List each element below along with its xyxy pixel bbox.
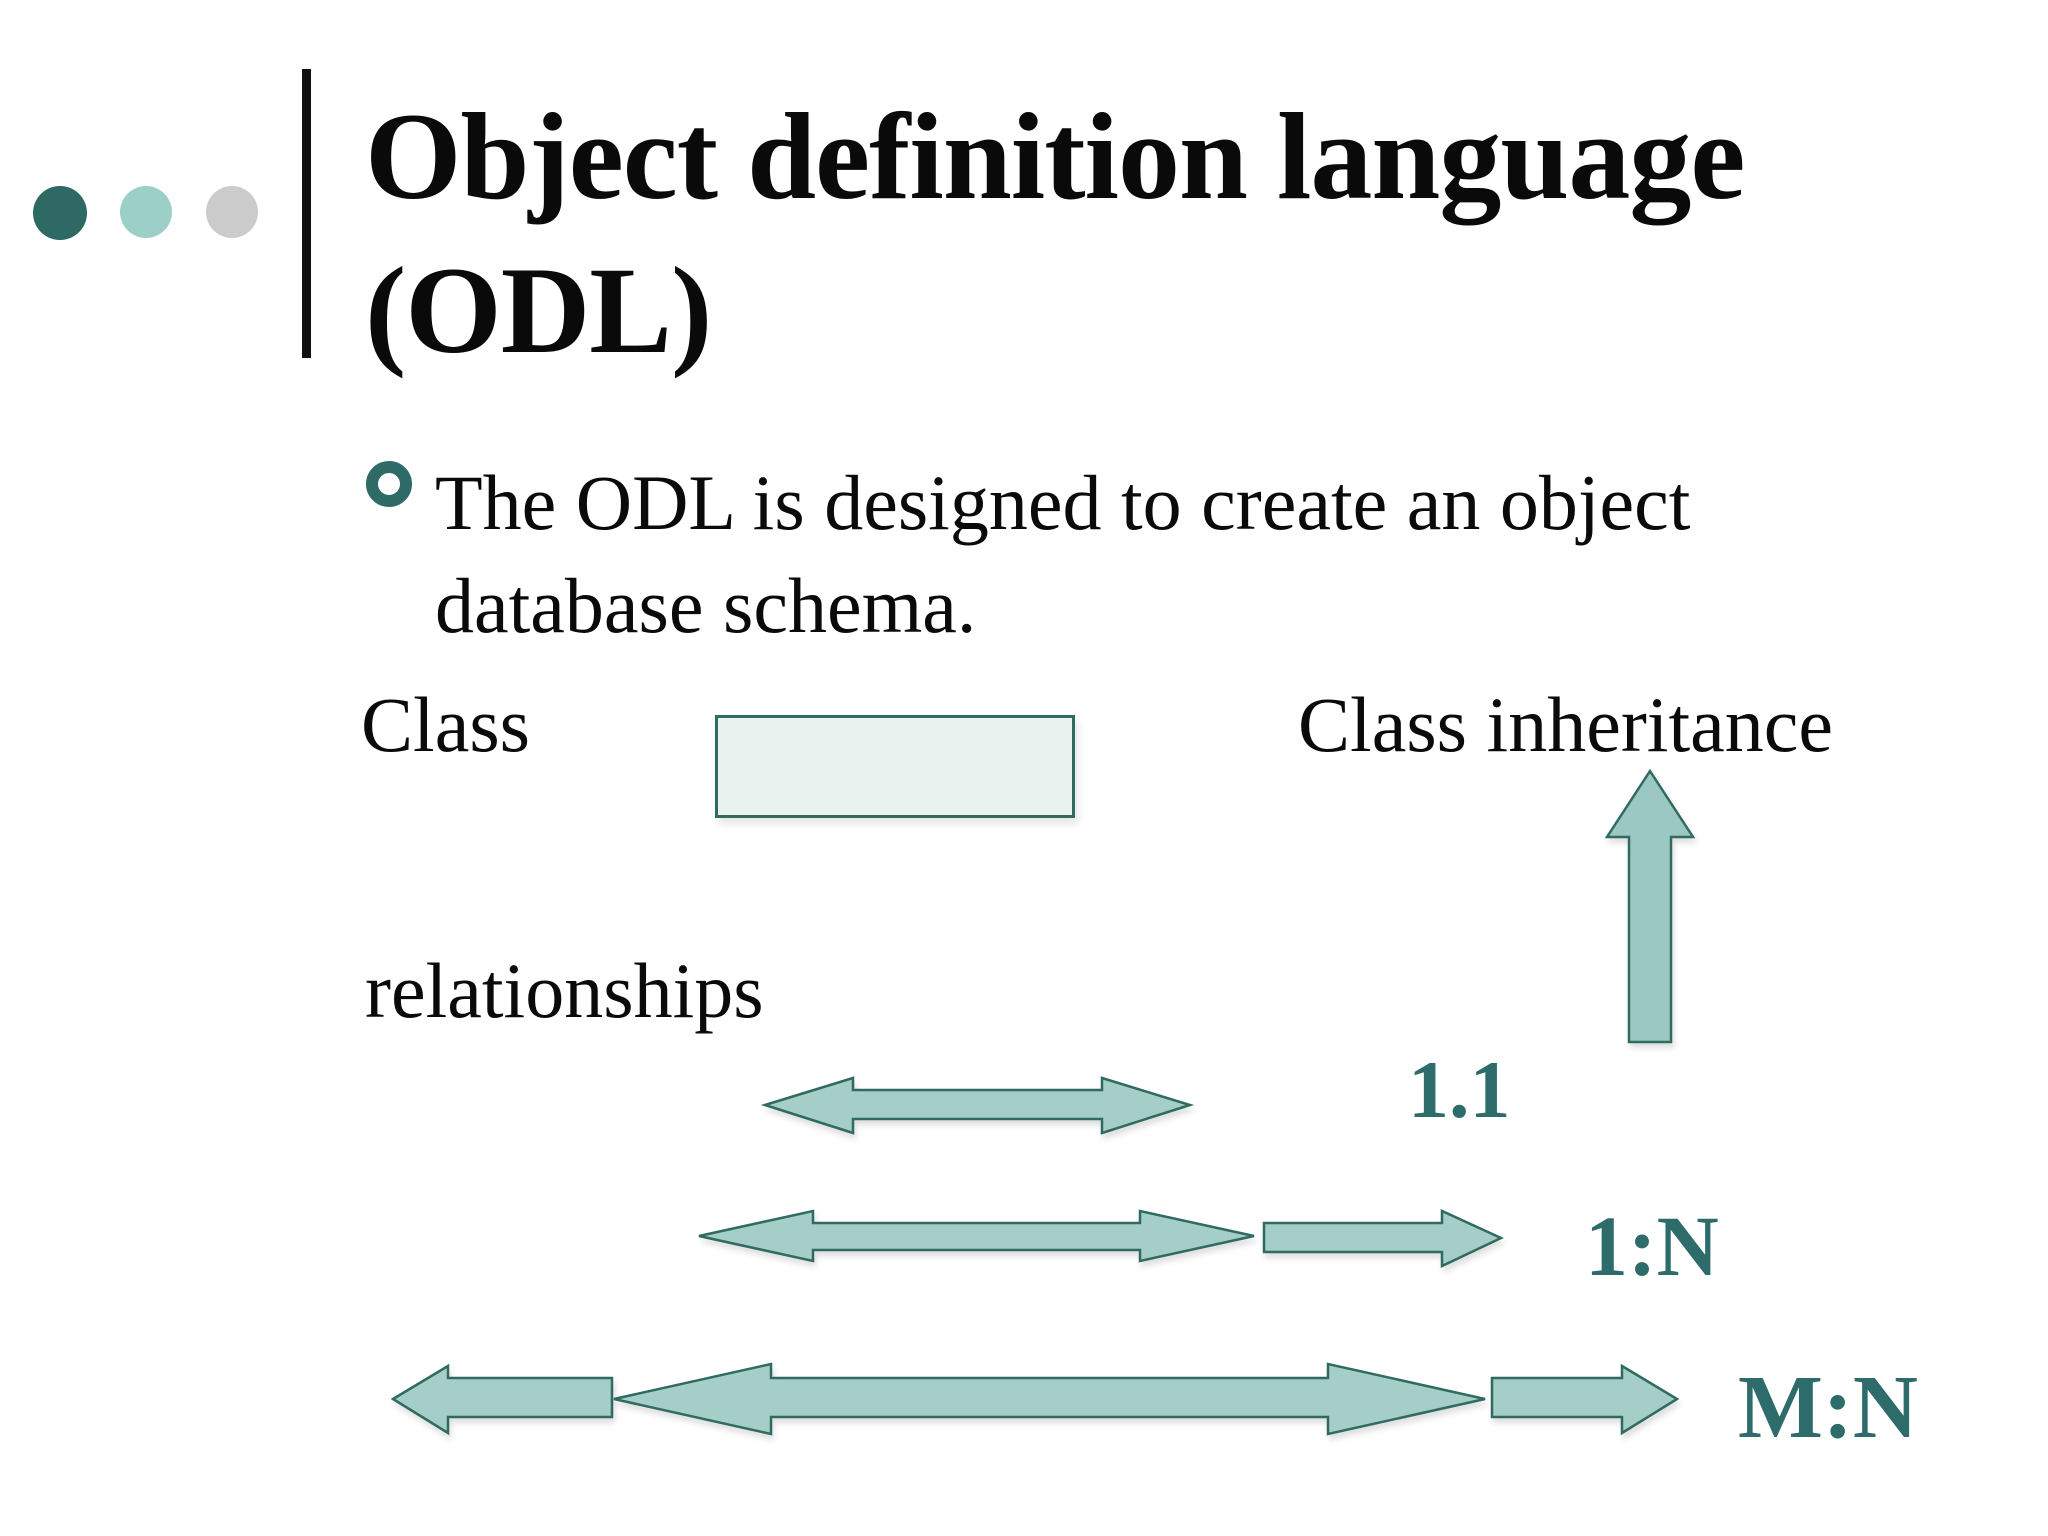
cardinality-m-n-label: M:N (1738, 1358, 1918, 1457)
inheritance-up-arrow-icon (1604, 768, 1696, 1044)
accent-dots (33, 186, 258, 240)
one-to-n-double-arrow-icon (698, 1209, 1255, 1263)
bullet-text: The ODL is designed to create an object … (435, 459, 1691, 649)
m-to-n-left-arrow-icon (390, 1363, 614, 1436)
m-to-n-right-arrow-icon (1490, 1363, 1680, 1436)
one-to-one-arrow-icon (760, 1076, 1195, 1135)
cardinality-1-1-label: 1.1 (1408, 1044, 1511, 1135)
dot-dark-teal-icon (33, 186, 87, 240)
slide-title-line1: Object definition language (365, 88, 1745, 225)
m-to-n-double-arrow-icon (613, 1362, 1486, 1436)
relationships-label: relationships (365, 947, 764, 1034)
class-inheritance-label: Class inheritance (1298, 681, 1833, 768)
slide-title-line2: (ODL) (365, 242, 712, 379)
cardinality-1-n-label: 1:N (1585, 1198, 1719, 1294)
one-to-n-right-arrow-icon (1262, 1209, 1504, 1268)
title-divider (302, 69, 311, 358)
bullet-icon (366, 461, 412, 507)
class-rectangle (715, 715, 1075, 818)
dot-gray-icon (206, 186, 258, 238)
class-label: Class (361, 681, 531, 768)
dot-light-teal-icon (120, 186, 172, 238)
slide-title: Object definition language (ODL) (365, 80, 1865, 388)
